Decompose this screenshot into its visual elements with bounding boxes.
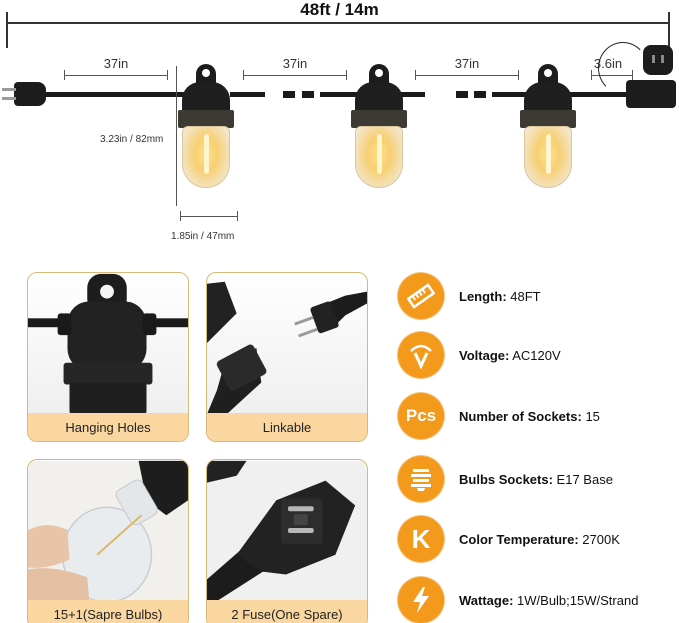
fuse-plug-photo [207,460,367,602]
segment-dimension-line [415,75,519,76]
socket-with-bulb [178,64,234,194]
card-label: Linkable [207,413,367,441]
ruler-icon [398,273,444,319]
card-label: 15+1(Sapre Bulbs) [28,600,188,623]
spec-value: 2700K [582,531,620,547]
spec-name: Wattage: [459,592,514,608]
segment-tick [243,70,244,80]
cord-segment [492,92,532,97]
bulb-in-hand-photo [28,460,188,602]
spec-name: Length: [459,288,507,304]
female-end-connector [626,80,676,108]
feature-card-fuse: 2 Fuse(One Spare) [206,459,368,623]
segment-tick [518,70,519,80]
cap-tether [598,42,648,94]
spec-name: Bulbs Sockets: [459,471,553,487]
spec-sockets: Pcs Number of Sockets: 15 [398,392,600,440]
socket-base-icon [398,456,444,502]
cord-break-dash [474,91,486,98]
spec-value: 48FT [510,288,541,304]
total-length-label: 48ft / 14m [300,0,379,19]
bulb-height-label: 3.23in / 82mm [100,134,164,145]
spec-name: Color Temperature: [459,531,579,547]
cord-segment [395,92,425,97]
cord-segment [320,92,365,97]
segment-tick [64,70,65,80]
cord-break-dash [283,91,295,98]
segment-dimension-line [243,75,347,76]
bulb-width-dimension-line [180,216,238,217]
socket-with-bulb [520,64,576,194]
cord-segment [565,92,630,97]
socket-with-bulb [351,64,407,194]
spec-name: Number of Sockets: [459,408,582,424]
spec-voltage: Voltage: AC120V [398,331,561,379]
end-cap [643,45,673,75]
spec-color-temp: K Color Temperature: 2700K [398,515,620,563]
cord-break-dash [456,91,468,98]
pcs-icon: Pcs [398,393,444,439]
spec-wattage: Wattage: 1W/Bulb;15W/Strand [398,576,638,623]
spec-value: 15 [585,408,600,424]
segment-length-label: 37in [454,56,480,71]
card-label: 2 Fuse(One Spare) [207,600,367,623]
segment-dimension-line [64,75,168,76]
plug-prong [2,88,16,91]
total-length-line [6,22,670,24]
feature-card-linkable: Linkable [206,272,368,442]
cord-segment [40,92,190,97]
segment-length-label: 37in [103,56,129,71]
spec-value: 1W/Bulb;15W/Strand [517,592,639,608]
socket-photo [28,273,188,415]
bulb-width-label: 1.85in / 47mm [171,231,235,242]
spec-name: Voltage: [459,347,510,363]
spec-length: Length: 48FT [398,272,541,320]
male-plug [2,82,46,106]
connector-photo [207,281,367,415]
segment-tick [346,70,347,80]
feature-card-spare-bulbs: 15+1(Sapre Bulbs) [27,459,189,623]
voltage-icon [398,332,444,378]
cord-segment [230,92,265,97]
lightning-icon [398,577,444,623]
spec-value: E17 Base [556,471,613,487]
segment-length-label: 37in [282,56,308,71]
bulb-height-dimension-line [176,66,177,206]
segment-tick [591,70,592,80]
spec-value: AC120V [512,347,561,363]
card-label: Hanging Holes [28,413,188,441]
spec-bulb-socket: Bulbs Sockets: E17 Base [398,455,613,503]
plug-prong [2,97,16,100]
segment-tick [415,70,416,80]
kelvin-icon: K [398,516,444,562]
total-length-tick-left [6,12,8,48]
total-length-tick-right [668,12,670,48]
segment-tick [167,70,168,80]
feature-card-hanging-holes: Hanging Holes [27,272,189,442]
cord-break-dash [302,91,314,98]
